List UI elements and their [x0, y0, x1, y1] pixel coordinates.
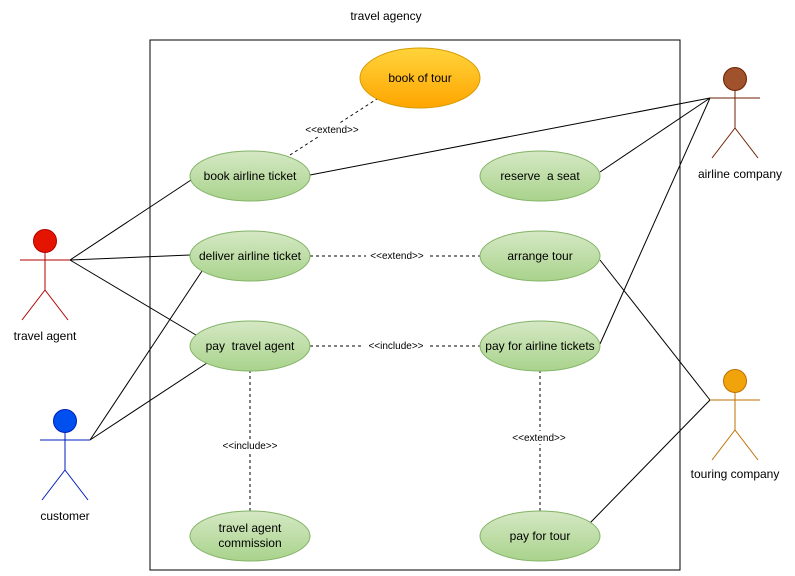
- include-label: <<include>>: [222, 441, 277, 452]
- usecase-ellipse: [479, 150, 601, 202]
- actor-touring-company[interactable]: touring company: [691, 369, 780, 482]
- assoc-travelagent-pay: [69, 259, 207, 342]
- usecase-reserve-a-seat[interactable]: reserve a seat: [479, 150, 601, 202]
- usecase-pay-for-tour[interactable]: pay for tour: [479, 510, 601, 562]
- usecase-arrange-tour[interactable]: arrange tour: [479, 230, 601, 282]
- actor-label: airline company: [698, 167, 782, 181]
- include-label: <<include>>: [368, 341, 423, 352]
- actor-travel-agent[interactable]: travel agent: [14, 229, 77, 344]
- extend-label: <<extend>>: [512, 433, 566, 444]
- system-boundary: [149, 39, 681, 571]
- assoc-airline-book: [309, 97, 711, 176]
- diagram-title: travel agency: [350, 9, 421, 23]
- usecase-label: pay for tour: [510, 529, 571, 543]
- label-bg: [218, 439, 282, 452]
- usecase-deliver-airline-ticket[interactable]: deliver airline ticket: [189, 230, 311, 282]
- usecase-label: book of tour: [388, 71, 451, 85]
- extend-label: <<extend>>: [370, 251, 424, 262]
- actor-label: touring company: [691, 467, 780, 481]
- usecase-label: book airline ticket: [204, 169, 297, 183]
- relationship-labels: <<extend>> <<extend>> <<include>> <<incl…: [218, 123, 570, 452]
- usecase-label: pay travel agent: [206, 339, 295, 353]
- actor-label: customer: [40, 509, 89, 523]
- label-bg: [364, 339, 428, 352]
- assoc-touring-payfortour: [589, 399, 711, 524]
- assoc-customer-pay: [89, 362, 208, 441]
- usecase-travel-agent-commission[interactable]: travel agent commission: [189, 510, 311, 562]
- actor-airline-company[interactable]: airline company: [698, 67, 782, 182]
- usecase-ellipse: [189, 320, 311, 372]
- stick-figure-icon: [40, 409, 90, 501]
- stick-figure-icon: [710, 369, 760, 461]
- label-bg: [508, 431, 570, 444]
- assoc-airline-reserve: [599, 97, 711, 173]
- usecase-ellipse: [359, 47, 481, 109]
- usecase-ellipse: [189, 230, 311, 282]
- usecase-ellipse: [479, 320, 601, 372]
- usecase-label-line2: commission: [218, 536, 281, 550]
- usecase-label: reserve a seat: [500, 169, 580, 183]
- usecase-book-of-tour[interactable]: book of tour: [359, 47, 481, 109]
- usecase-ellipse: [189, 510, 311, 562]
- usecase-book-airline-ticket[interactable]: book airline ticket: [189, 150, 311, 202]
- usecase-pay-travel-agent[interactable]: pay travel agent: [189, 320, 311, 372]
- assoc-travelagent-deliver: [69, 254, 191, 261]
- stick-figure-icon: [710, 67, 760, 159]
- assoc-customer-deliver: [89, 267, 205, 441]
- actor-label: travel agent: [14, 329, 77, 343]
- label-bg: [366, 249, 428, 262]
- extend-label: <<extend>>: [305, 125, 359, 136]
- usecase-ellipse: [189, 150, 311, 202]
- usecase-label: deliver airline ticket: [199, 249, 302, 263]
- usecase-pay-for-airline-tickets[interactable]: pay for airline tickets: [479, 320, 601, 372]
- actor-customer[interactable]: customer: [40, 409, 90, 524]
- stick-figure-icon: [20, 229, 70, 321]
- usecase-label-line1: travel agent: [219, 521, 282, 535]
- assoc-airline-payairline: [599, 97, 711, 345]
- associations: [69, 97, 711, 524]
- usecase-label: arrange tour: [507, 249, 572, 263]
- assoc-travelagent-book: [69, 179, 192, 261]
- usecase-label: pay for airline tickets: [485, 339, 594, 353]
- assoc-touring-arrange: [599, 259, 711, 401]
- usecase-ellipse: [479, 510, 601, 562]
- usecase-ellipse: [479, 230, 601, 282]
- label-bg: [301, 123, 363, 136]
